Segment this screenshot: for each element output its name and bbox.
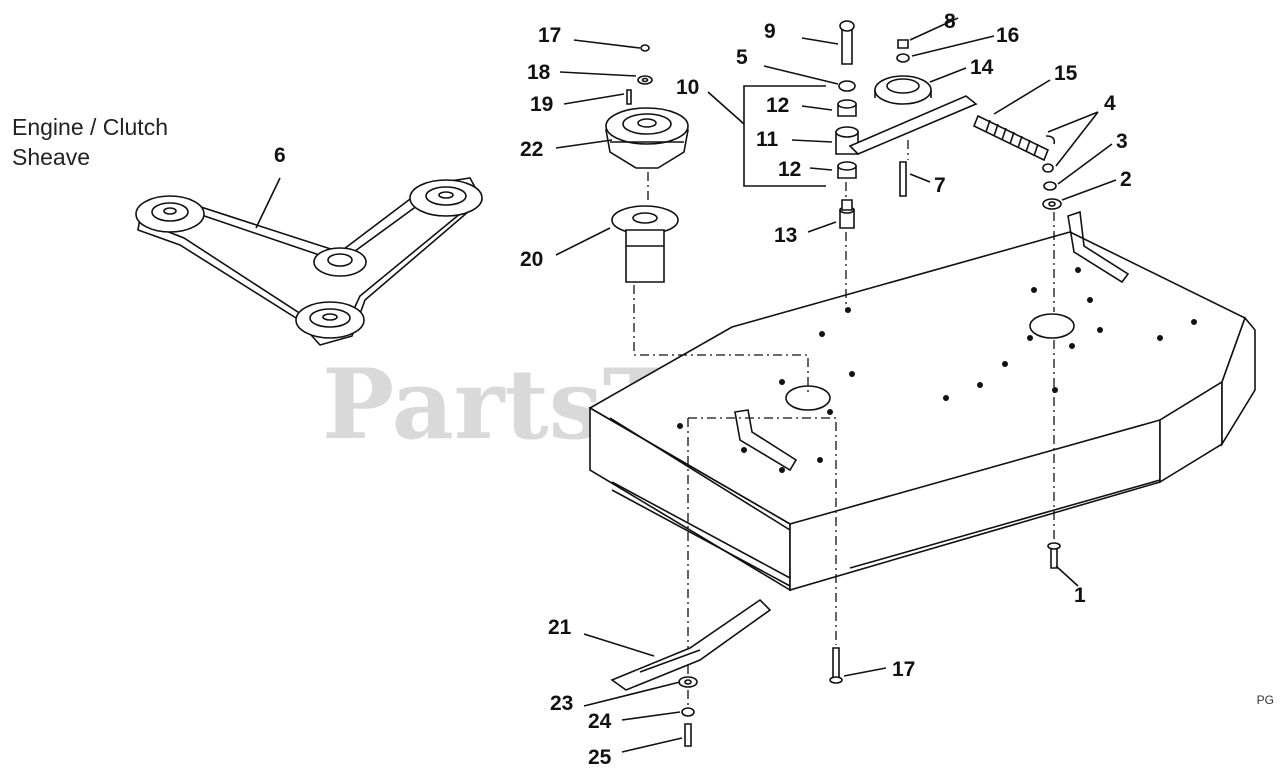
part-2-washer [1042,198,1062,210]
part-18-washer [637,75,653,85]
callout-17-bottom: 17 [892,658,915,681]
part-4-eyebolt-top [1045,135,1056,145]
mower-deck [588,210,1256,592]
belt-caption: Engine / Clutch Sheave [12,112,168,172]
belt-caption-line1: Engine / Clutch [12,114,168,140]
part-15-spring [972,114,1050,162]
callout-17-top: 17 [538,24,561,47]
callout-14: 14 [970,56,994,79]
callout-5: 5 [736,46,748,69]
leader-lines [255,17,1117,753]
part-17-lower-bolt [832,647,840,679]
callout-9: 9 [764,20,776,43]
callout-1: 1 [1074,584,1086,607]
belt-assembly [135,177,484,346]
part-3-nut [1043,181,1057,191]
idler-sheave [313,247,367,277]
callout-4: 4 [1104,92,1116,115]
callout-18: 18 [527,61,551,84]
spindle-parts [605,44,689,283]
callout-22: 22 [520,138,543,161]
callout-19: 19 [530,93,553,116]
part-16-washer [896,53,910,63]
belt-caption-line2: Sheave [12,144,91,170]
callout-24: 24 [588,710,612,733]
centerlines [633,140,1055,705]
part-25-bolt [684,723,692,747]
callout-6: 6 [274,144,286,167]
idler-parts [743,20,1062,229]
callout-3: 3 [1116,130,1128,153]
callout-16: 16 [996,24,1019,47]
part-5-washer [838,80,856,92]
idler-arm [848,95,978,155]
part-7-bolt [899,161,907,197]
callout-23: 23 [550,692,573,715]
part-23-washer [678,676,698,688]
part-14-idler-pulley [874,75,932,105]
part-8-nut [897,39,909,49]
callout-15: 15 [1054,62,1078,85]
lower-parts [610,542,1061,747]
callout-25: 25 [588,746,612,769]
part-24-lockwasher [681,707,695,717]
callout-21: 21 [548,616,572,639]
callout-12-bottom: 12 [778,158,801,181]
callout-2: 2 [1120,168,1132,191]
part-19-key [626,89,632,105]
part-17-top-nut [640,44,650,52]
callout-10: 10 [676,76,699,99]
callout-12-top: 12 [766,94,789,117]
callout-20: 20 [520,248,543,271]
callout-8: 8 [944,10,956,33]
callout-13: 13 [774,224,797,247]
callout-labels: 17 18 19 22 20 10 9 5 12 11 12 13 8 16 1… [274,10,1132,769]
callout-11: 11 [756,128,779,151]
callout-7: 7 [934,174,946,197]
part-22-sheave [605,107,689,169]
corner-mark: PG [1256,693,1274,707]
part-20-spindle-housing [611,205,679,283]
